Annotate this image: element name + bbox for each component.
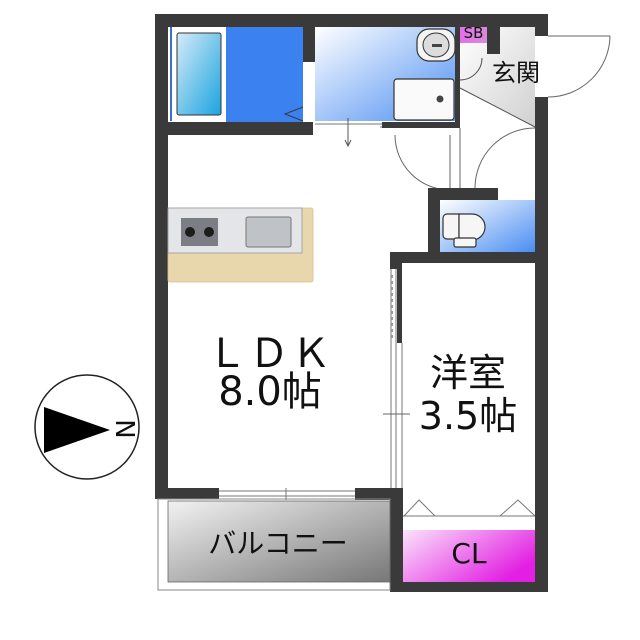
- compass-north-label: N: [109, 419, 139, 439]
- bath-room: [168, 27, 305, 122]
- shoe-box: [460, 27, 487, 43]
- balcony-label: バルコニー: [208, 527, 348, 560]
- entrance-door-swing: [535, 35, 611, 98]
- compass-icon: [34, 374, 140, 480]
- western-room-name: 洋室: [429, 351, 506, 395]
- western-room-partition: [383, 263, 410, 492]
- entrance-label: 玄関: [492, 59, 540, 87]
- kitchen: [167, 207, 314, 283]
- closet: [403, 530, 535, 582]
- ldk-size: 8.0帖: [218, 369, 322, 415]
- western-room-size: 3.5帖: [418, 394, 518, 438]
- outer-walls: [155, 14, 548, 592]
- closet-label: CL: [451, 537, 487, 570]
- washroom: [315, 27, 460, 148]
- entrance: [459, 27, 536, 128]
- ldk-name: ＬＤＫ: [207, 331, 333, 377]
- closet-doors: [403, 499, 536, 517]
- corridor-door-swings: [394, 127, 536, 200]
- toilet-room: [390, 188, 535, 263]
- balcony: [155, 488, 403, 592]
- shoe-box-label: SB: [463, 24, 484, 42]
